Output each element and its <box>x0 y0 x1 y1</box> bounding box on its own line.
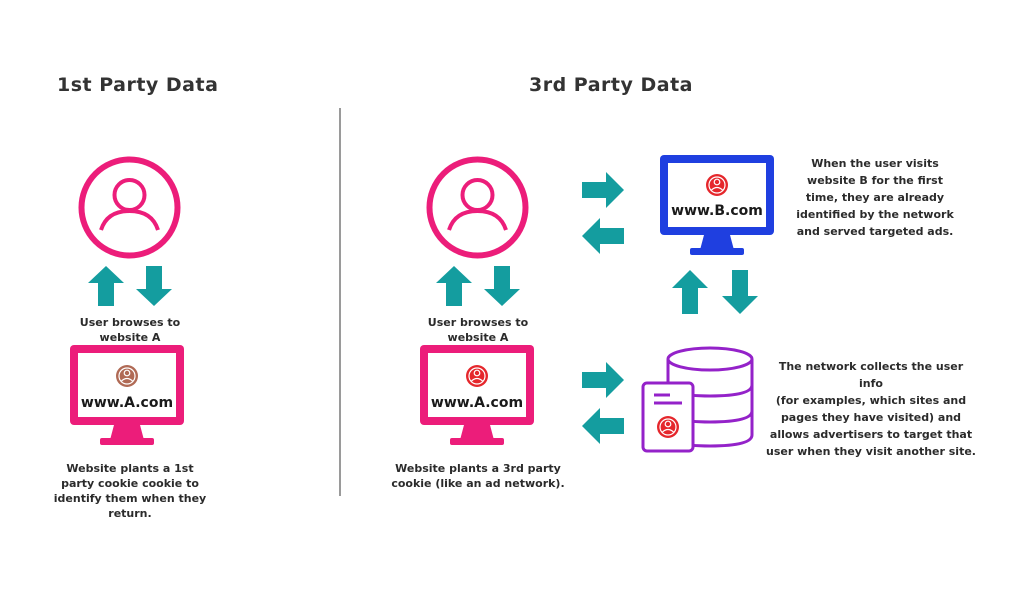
first-party-title: 1st Party Data <box>57 74 219 96</box>
browse-caption: User browses to website A <box>427 316 529 344</box>
ad-network-database-icon <box>641 346 754 453</box>
horizontal-arrows-icon <box>582 172 624 254</box>
plant-caption: Website plants a 3rd party cookie (like … <box>391 462 565 490</box>
website-a-monitor: www.A.com <box>70 345 184 450</box>
user-icon <box>426 156 529 259</box>
browse-caption: User browses to website A <box>79 316 181 344</box>
site-b-caption: When the user visits website B for the f… <box>796 157 954 238</box>
section-divider <box>339 108 341 496</box>
site-label: www.A.com <box>80 395 174 411</box>
third-party-title: 3rd Party Data <box>529 74 693 96</box>
website-b-monitor: www.B.com <box>660 155 774 260</box>
network-caption: The network collects the user info (for … <box>766 360 976 458</box>
bidirectional-arrows-icon <box>88 266 172 306</box>
site-label: www.B.com <box>671 203 763 219</box>
plant-caption: Website plants a 1st party cookie cookie… <box>53 462 207 520</box>
site-label: www.A.com <box>430 395 524 411</box>
bidirectional-arrows-icon <box>672 270 758 314</box>
bidirectional-arrows-icon <box>436 266 520 306</box>
user-icon <box>78 156 181 259</box>
website-a-monitor: www.A.com <box>420 345 534 450</box>
horizontal-arrows-icon <box>582 362 624 444</box>
